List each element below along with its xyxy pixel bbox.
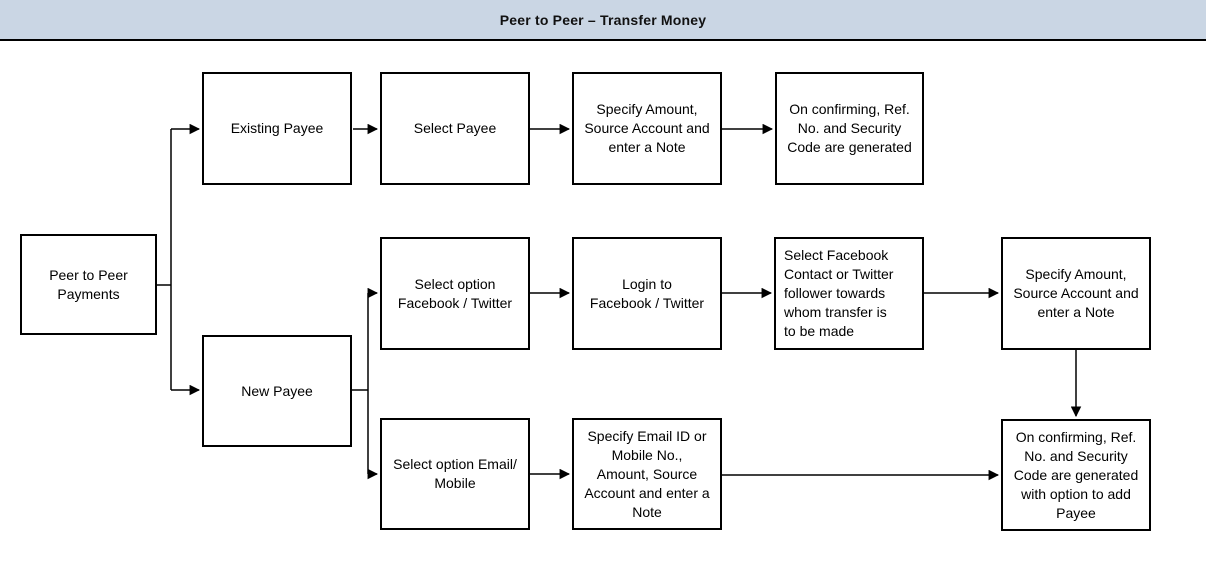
node-existing-payee: Existing Payee bbox=[202, 72, 352, 185]
node-on-confirming-ref-security-add-payee: On confirming, Ref. No. and Security Cod… bbox=[1001, 419, 1151, 531]
node-specify-email-mobile-amount-source-note: Specify Email ID or Mobile No., Amount, … bbox=[572, 418, 722, 530]
node-select-option-email-mobile: Select option Email/ Mobile bbox=[380, 418, 530, 530]
node-specify-amount-source-note-mid: Specify Amount, Source Account and enter… bbox=[1001, 237, 1151, 350]
node-specify-amount-source-note-top: Specify Amount, Source Account and enter… bbox=[572, 72, 722, 185]
node-select-option-facebook-twitter: Select option Facebook / Twitter bbox=[380, 237, 530, 350]
node-peer-to-peer-payments: Peer to Peer Payments bbox=[20, 234, 157, 335]
node-new-payee: New Payee bbox=[202, 335, 352, 447]
node-select-payee: Select Payee bbox=[380, 72, 530, 185]
node-on-confirming-ref-security-generated: On confirming, Ref. No. and Security Cod… bbox=[775, 72, 924, 185]
branch-line-peer-payments bbox=[157, 129, 172, 390]
title-bar: Peer to Peer – Transfer Money bbox=[0, 0, 1206, 41]
branch-line-new-payee bbox=[352, 293, 369, 474]
node-select-facebook-contact-twitter-follower: Select Facebook Contact or Twitter follo… bbox=[774, 237, 924, 350]
node-login-facebook-twitter: Login to Facebook / Twitter bbox=[572, 237, 722, 350]
page-title: Peer to Peer – Transfer Money bbox=[499, 11, 707, 28]
